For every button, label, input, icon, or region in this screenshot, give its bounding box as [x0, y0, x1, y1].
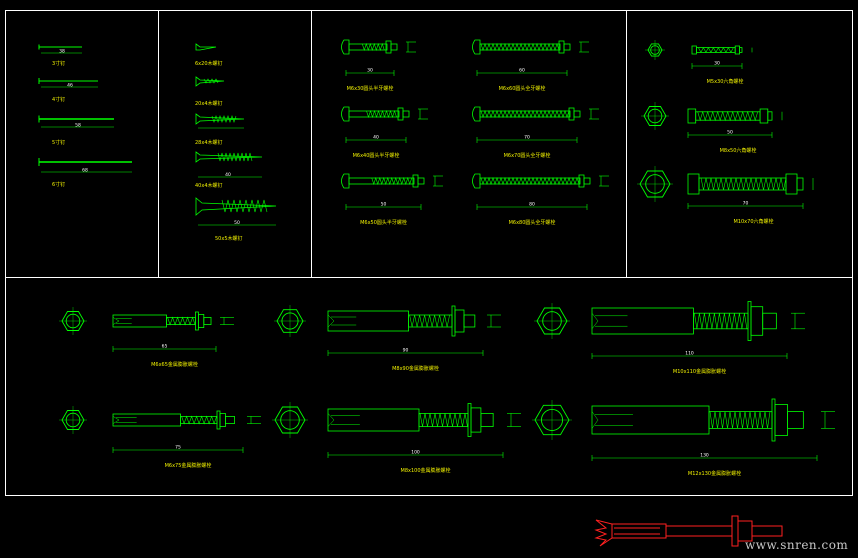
screw-3: 28x4木螺钉	[195, 113, 245, 146]
watermark: www.snren.com	[745, 538, 849, 552]
anchor-label: M12x130金属膨胀螺栓	[688, 470, 741, 477]
anchor-dim: 90	[403, 348, 409, 354]
nail-5: 58 5寸钉	[38, 115, 114, 146]
bolt-dim: 40	[373, 135, 379, 141]
anchor-label: M8x90金属膨胀螺栓	[392, 365, 439, 372]
bolt-label: M6x80圆头全牙螺栓	[509, 219, 556, 226]
nail-4-dim: 46	[67, 83, 73, 89]
anchor-dim: 110	[685, 351, 694, 357]
screw-5: 50 50x5木螺钉	[195, 197, 277, 242]
anchor-label: M6x75金属膨胀螺栓	[165, 462, 212, 469]
bolt-label: M6x70圆头全牙螺栓	[504, 152, 551, 159]
screw-5-label: 50x5木螺钉	[215, 235, 243, 242]
nail-5-dim: 58	[75, 123, 81, 129]
anchor-dim: 75	[175, 445, 181, 451]
anchor-label: M6x65金属膨胀螺栓	[151, 361, 198, 368]
bolt-dim: 30	[367, 68, 373, 74]
hex-bolt-dim: 30	[714, 61, 720, 67]
nail-6: 68 6寸钉	[38, 158, 132, 188]
highlighted-anchor-bolt	[594, 515, 783, 547]
screw-1: 6x20木螺钉	[195, 43, 223, 67]
screw-4-dim: 40	[225, 172, 231, 178]
nail-3: 38 3寸钉	[38, 44, 82, 67]
bolt-label: M6x50圆头半牙螺栓	[360, 219, 407, 226]
hex-bolt-dim: 70	[743, 201, 749, 207]
nails-panel: 38 3寸钉 46 4寸钉 58 5寸钉 68 6寸钉	[38, 44, 132, 188]
anchor-dim: 100	[411, 450, 420, 456]
screw-4: 40 40x4木螺钉	[195, 151, 263, 189]
hex-bolt-dim: 50	[727, 130, 733, 136]
nail-3-dim: 38	[59, 49, 65, 55]
screw-3-label: 28x4木螺钉	[195, 139, 223, 146]
anchor-label: M10x110金属膨胀螺栓	[673, 368, 726, 375]
screws-panel: 6x20木螺钉 20x4木螺钉 28x4木螺钉 40 40x4木螺钉 50 50…	[195, 43, 277, 242]
bolt-dim: 80	[529, 202, 535, 208]
hex-bolt-label: M8x50六角螺栓	[720, 147, 757, 154]
screw-4-label: 40x4木螺钉	[195, 182, 223, 189]
nail-5-label: 5寸钉	[52, 139, 65, 146]
bolt-label: M6x60圆头全牙螺栓	[499, 85, 546, 92]
nail-6-dim: 68	[82, 168, 88, 174]
bolt-label: M6x30圆头半牙螺栓	[347, 85, 394, 92]
screw-2-label: 20x4木螺钉	[195, 100, 223, 107]
nail-4-label: 4寸钉	[52, 96, 65, 103]
anchor-dim: 65	[162, 344, 168, 350]
bolt-dim: 50	[381, 202, 387, 208]
nail-4: 46 4寸钉	[38, 78, 98, 103]
anchor-label: M8x100金属膨胀螺栓	[401, 467, 451, 474]
bolt-label: M6x40圆头半牙螺栓	[353, 152, 400, 159]
hex-bolt-label: M10x70六角螺栓	[734, 218, 774, 225]
frame-lines	[5, 10, 853, 496]
screw-1-label: 6x20木螺钉	[195, 60, 223, 67]
bolt-dim: 60	[519, 68, 525, 74]
nail-6-label: 6寸钉	[52, 181, 65, 188]
hex-bolt-label: M5x30六角螺栓	[707, 78, 744, 85]
screw-2: 20x4木螺钉	[195, 76, 225, 107]
anchor-dim: 130	[700, 453, 709, 459]
screw-5-dim: 50	[234, 220, 240, 226]
nail-3-label: 3寸钉	[52, 60, 65, 67]
bolt-dim: 70	[524, 135, 530, 141]
